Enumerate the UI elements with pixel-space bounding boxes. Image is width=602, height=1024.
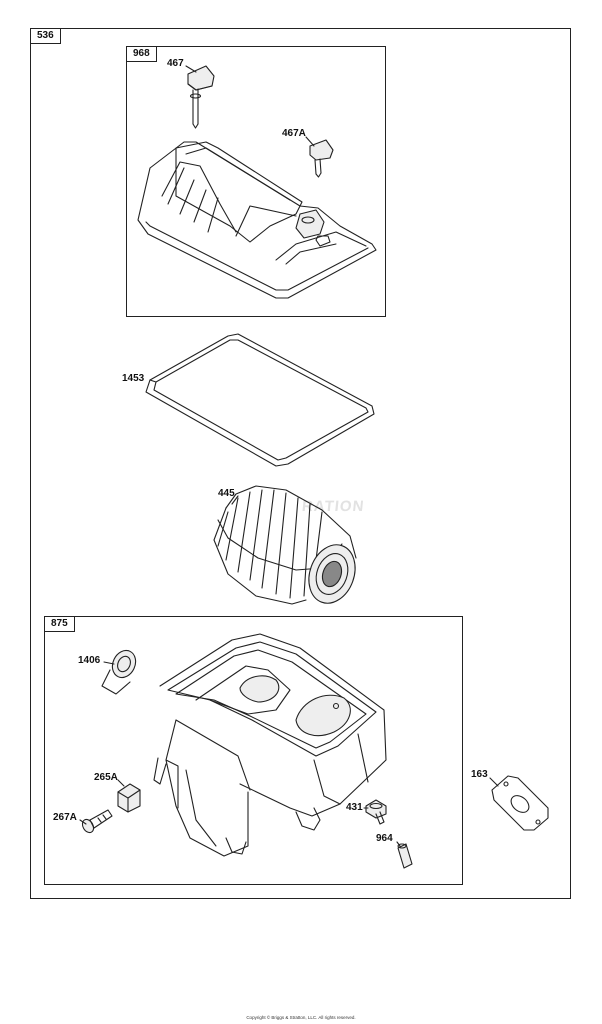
callout-screw: 267A — [53, 812, 77, 823]
gasket-seal-part[interactable] — [145, 333, 375, 467]
callout-tube: 964 — [376, 833, 393, 844]
cover-part[interactable] — [137, 141, 377, 299]
callout-gasket-seal: 1453 — [122, 373, 145, 384]
assembly-frame — [30, 28, 571, 899]
callout-clip: 265A — [94, 772, 118, 783]
callout-gasket: 163 — [471, 769, 488, 780]
tube-part[interactable] — [397, 843, 413, 869]
gasket-part[interactable] — [491, 775, 549, 831]
base-number-tag: 875 — [44, 616, 75, 632]
bolt-part[interactable] — [365, 799, 387, 825]
base-frame — [44, 616, 463, 885]
cover-frame — [126, 46, 386, 317]
callout-bolt: 431 — [346, 802, 363, 813]
leader-lines — [79, 65, 499, 847]
knob-a-part[interactable] — [309, 139, 334, 178]
clip-part[interactable] — [117, 783, 141, 813]
grommet-part[interactable] — [101, 647, 140, 695]
callout-grommet: 1406 — [78, 655, 101, 666]
screw-part[interactable] — [80, 809, 113, 835]
callout-filter: 445 — [218, 488, 235, 499]
base-part[interactable] — [153, 633, 387, 857]
callout-knob: 467 — [167, 58, 184, 69]
assembly-number-tag: 536 — [30, 28, 61, 44]
callout-knob-a: 467A — [282, 128, 306, 139]
cover-number-tag: 968 — [126, 46, 157, 62]
filter-part[interactable] — [213, 485, 363, 610]
knob-part[interactable] — [187, 65, 215, 129]
copyright-notice: Copyright © Briggs & Stratton, LLC. All … — [246, 1015, 356, 1020]
